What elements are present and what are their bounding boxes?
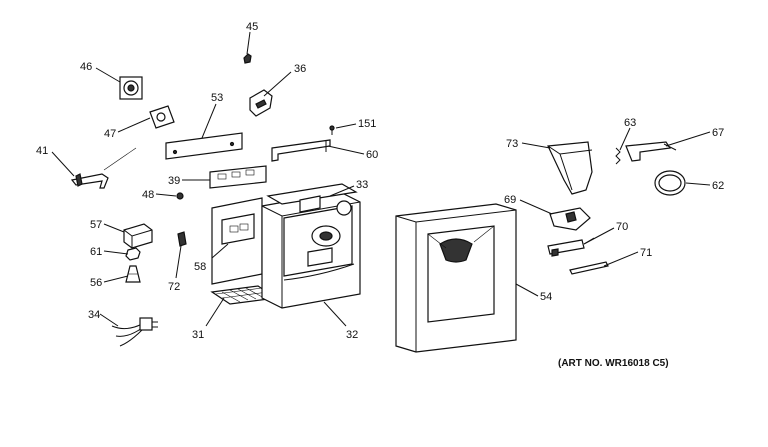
- callout-60: 60: [366, 149, 378, 161]
- callout-labels: 45 46 53 36 47 151 41 60 39 33 48 57 61 …: [36, 21, 724, 369]
- callout-47: 47: [104, 128, 116, 140]
- callout-45: 45: [246, 21, 258, 33]
- callout-48: 48: [142, 189, 154, 201]
- part-61-nut: [125, 247, 141, 261]
- callout-67: 67: [712, 127, 724, 139]
- callout-53: 53: [211, 92, 223, 104]
- callout-70: 70: [616, 221, 628, 233]
- callout-71: 71: [640, 247, 652, 259]
- part-71-rod: [569, 261, 609, 275]
- part-54-face-panel: [395, 203, 517, 353]
- callout-72: 72: [168, 281, 180, 293]
- part-60-bracket: [271, 139, 331, 162]
- leader-lines: [51, 31, 711, 327]
- callout-33: 33: [356, 179, 368, 191]
- part-63-spring: [615, 147, 621, 165]
- callout-57: 57: [90, 219, 102, 231]
- part-57-housing: [123, 223, 153, 249]
- part-73-ice-chute: [547, 141, 593, 195]
- part-39-control-board: [209, 165, 267, 189]
- callout-41: 41: [36, 145, 48, 157]
- callout-36: 36: [294, 63, 306, 75]
- part-31-drip-tray: [210, 285, 278, 305]
- part-151-screw: [329, 125, 335, 135]
- callout-32: 32: [346, 329, 358, 341]
- callout-56: 56: [90, 277, 102, 289]
- part-34-wire-harness: [111, 317, 158, 347]
- part-69-flap: [549, 207, 591, 231]
- art-number: (ART NO. WR16018 C5): [558, 358, 669, 369]
- part-53-panel: [165, 132, 243, 160]
- callout-61: 61: [90, 246, 102, 258]
- part-33-top-cover: [266, 183, 358, 216]
- callout-151: 151: [358, 118, 376, 130]
- callout-31: 31: [192, 329, 204, 341]
- callout-46: 46: [80, 61, 92, 73]
- part-72-clip: [177, 231, 187, 247]
- callout-54: 54: [540, 291, 552, 303]
- part-56-cone: [125, 265, 141, 283]
- part-46-knob: [119, 76, 143, 100]
- part-62-ring: [654, 170, 686, 196]
- part-45-clip: [243, 53, 252, 64]
- part-48-nut: [176, 192, 184, 200]
- part-70-actuator: [547, 237, 595, 257]
- callout-63: 63: [624, 117, 636, 129]
- part-47-plate: [149, 105, 175, 129]
- part-67-bracket: [625, 141, 677, 162]
- part-36-switch: [249, 89, 273, 117]
- callout-34: 34: [88, 309, 100, 321]
- callout-62: 62: [712, 180, 724, 192]
- callout-69: 69: [504, 194, 516, 206]
- part-58-dispenser-frame: [211, 197, 263, 285]
- part-41-lever: [70, 147, 137, 189]
- callout-73: 73: [506, 138, 518, 150]
- callout-58: 58: [194, 261, 206, 273]
- callout-39: 39: [168, 175, 180, 187]
- part-32-dispenser-housing: [261, 191, 361, 309]
